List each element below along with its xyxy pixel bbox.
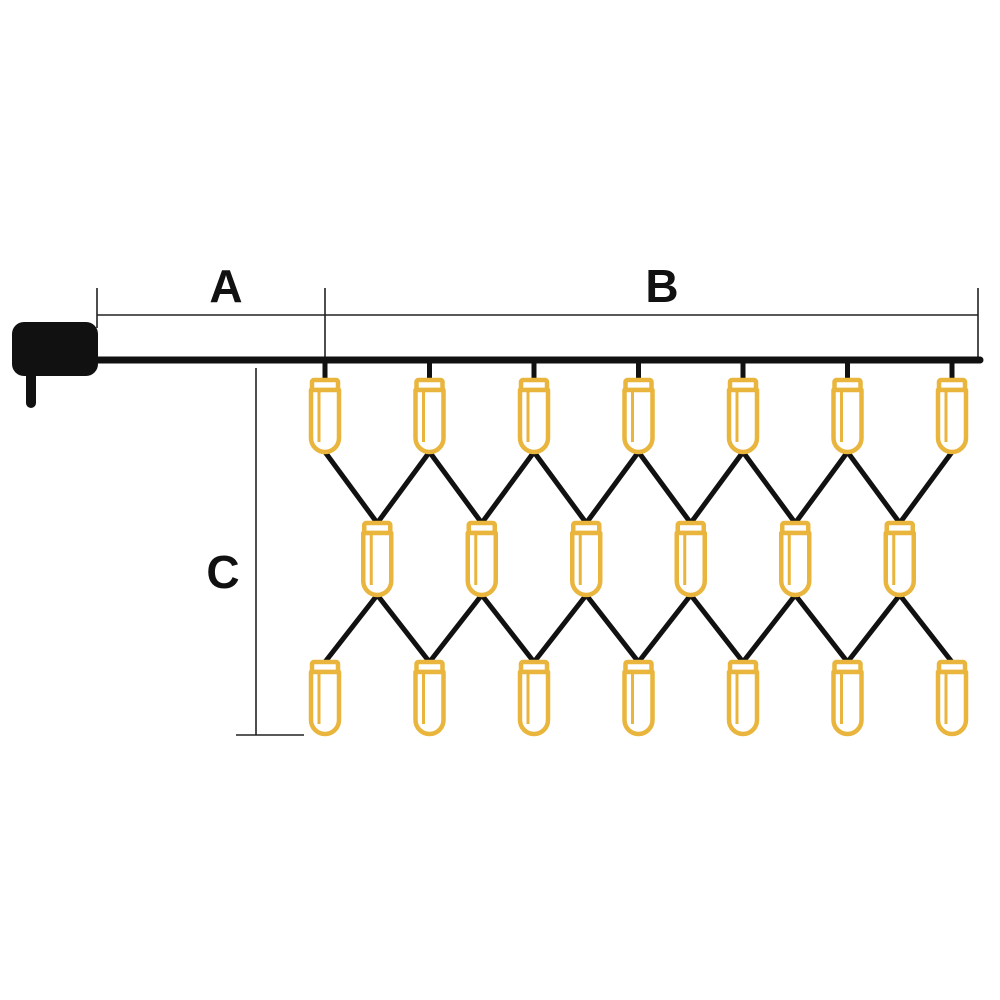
led-bulb-icon — [622, 659, 655, 737]
net-wire — [322, 449, 380, 526]
net-wire — [897, 592, 955, 665]
net-wires — [322, 357, 955, 665]
net-wire — [740, 592, 798, 665]
net-wire — [636, 592, 694, 665]
dimension-a-label: A — [209, 260, 242, 312]
power-plug-icon — [12, 322, 98, 408]
net-wire — [688, 449, 746, 526]
dimension-c-label: C — [206, 546, 239, 598]
net-wire — [427, 592, 485, 665]
net-wire — [688, 592, 746, 665]
net-wire — [583, 592, 641, 665]
net-wire — [374, 592, 432, 665]
net-bulbs — [308, 377, 969, 737]
led-bulb-icon — [465, 520, 498, 598]
net-wire — [531, 449, 589, 526]
led-bulb-icon — [308, 659, 342, 737]
net-wire — [583, 449, 641, 526]
led-bulb-icon — [413, 377, 446, 455]
led-bulb-icon — [779, 520, 812, 598]
net-wire — [636, 449, 694, 526]
net-wire — [479, 592, 537, 665]
net-wire — [845, 592, 903, 665]
net-wire — [740, 449, 798, 526]
dimension-lines — [96, 288, 979, 736]
net-wire — [792, 449, 850, 526]
led-bulb-icon — [517, 377, 551, 455]
led-bulb-icon — [413, 659, 446, 737]
led-bulb-icon — [517, 659, 551, 737]
led-bulb-icon — [883, 520, 916, 598]
led-bulb-icon — [622, 377, 655, 455]
led-bulb-icon — [570, 520, 603, 598]
net-wire — [479, 449, 537, 526]
net-wire — [845, 449, 903, 526]
led-bulb-icon — [308, 377, 342, 455]
led-bulb-icon — [831, 377, 864, 455]
led-bulb-icon — [935, 659, 969, 737]
dimension-b-label: B — [645, 260, 678, 312]
led-bulb-icon — [726, 659, 760, 737]
net-wire — [374, 449, 432, 526]
net-wire — [531, 592, 589, 665]
led-bulb-icon — [726, 377, 760, 455]
net-wire — [427, 449, 485, 526]
led-bulb-icon — [935, 377, 969, 455]
led-bulb-icon — [674, 520, 707, 598]
net-wire — [792, 592, 850, 665]
led-bulb-icon — [361, 520, 394, 598]
net-wire — [897, 449, 955, 526]
led-bulb-icon — [831, 659, 864, 737]
net-wire — [322, 592, 380, 665]
